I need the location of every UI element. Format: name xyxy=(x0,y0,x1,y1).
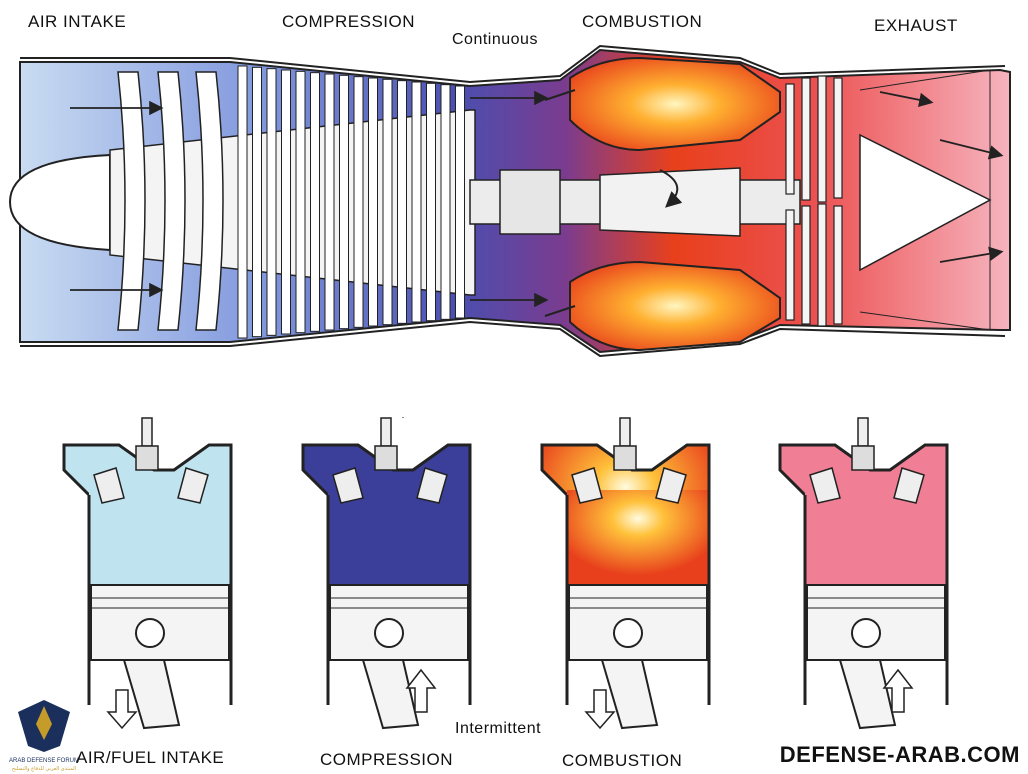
connecting-rod xyxy=(600,659,659,730)
label-combustion: COMBUSTION xyxy=(582,12,703,31)
combustion-chamber-top xyxy=(544,56,781,152)
down-arrow-icon xyxy=(106,689,138,730)
wrist-pin xyxy=(851,618,881,648)
up-arrow-icon xyxy=(882,668,914,713)
label-compression: COMPRESSION xyxy=(282,12,416,31)
turbine-stages xyxy=(785,75,843,327)
cylinder-compression xyxy=(301,417,472,730)
cylinder-combustion xyxy=(540,417,711,730)
arab-defense-forum-logo: ARAB DEFENSE FORUM المنتدى العربي للدفاع… xyxy=(9,700,79,772)
label-piston-compression: COMPRESSION xyxy=(320,750,454,769)
compressor-stage xyxy=(281,69,291,335)
fan-blades xyxy=(117,71,224,331)
cylinder-exhaust xyxy=(778,417,949,730)
exhaust-valve xyxy=(893,467,925,504)
jet-flow-arrows xyxy=(70,90,1004,308)
label-continuous: Continuous xyxy=(452,31,538,48)
wrist-pin xyxy=(374,618,404,648)
combustion-chamber-bottom xyxy=(544,260,781,352)
watermark: DEFENSE-ARAB.COM xyxy=(779,742,1020,767)
wrist-pin xyxy=(613,618,643,648)
compressor-stage xyxy=(455,85,465,319)
spark-plug xyxy=(857,417,869,447)
spark-plug xyxy=(380,417,392,447)
label-air-intake: AIR INTAKE xyxy=(28,12,127,31)
spark-plug xyxy=(619,417,631,447)
label-intermittent: Intermittent xyxy=(455,720,542,737)
label-exhaust: EXHAUST xyxy=(874,16,958,35)
intake-valve xyxy=(332,467,364,504)
exhaust-valve xyxy=(177,467,209,504)
down-arrow-icon xyxy=(584,689,616,730)
connecting-rod xyxy=(838,659,897,730)
compressor-stage xyxy=(310,72,320,332)
compressor-stage xyxy=(426,82,436,322)
up-arrow-icon xyxy=(405,668,437,713)
compressor-stage xyxy=(411,81,422,323)
cylinder-intake xyxy=(62,417,233,730)
exhaust-valve xyxy=(655,467,687,504)
label-air-fuel-intake: AIR/FUEL INTAKE xyxy=(76,748,225,767)
jet-engine xyxy=(8,44,1011,358)
intake-valve xyxy=(809,467,841,504)
compressor-stage xyxy=(266,68,277,336)
svg-text:ARAB DEFENSE FORUM: ARAB DEFENSE FORUM xyxy=(9,758,79,764)
exhaust-valve xyxy=(416,467,448,504)
compressor-stages xyxy=(237,65,465,339)
connecting-rod xyxy=(122,659,181,730)
intake-valve xyxy=(571,467,603,504)
compressor-stage xyxy=(382,78,393,326)
compressor-stage xyxy=(237,65,248,339)
compressor-stage xyxy=(324,73,335,331)
compressor-stage xyxy=(339,74,349,330)
compressor-stage xyxy=(252,66,262,338)
compressor-stage xyxy=(295,70,306,334)
connecting-rod xyxy=(361,659,420,730)
nose-cone xyxy=(8,153,111,252)
svg-text:المنتدى العربي للدفاع والتسليح: المنتدى العربي للدفاع والتسليح xyxy=(12,766,76,772)
label-piston-combustion: COMBUSTION xyxy=(562,751,683,770)
compressor-stage xyxy=(397,80,407,324)
compressor-stage xyxy=(440,84,451,320)
piston-cylinders xyxy=(62,417,949,730)
intake-valve xyxy=(93,467,125,504)
exhaust-cone xyxy=(859,133,992,272)
compressor-stage xyxy=(368,77,378,327)
spark-plug xyxy=(141,417,153,447)
compressor-stage xyxy=(353,76,364,328)
rotation-arrow xyxy=(659,169,683,208)
wrist-pin xyxy=(135,618,165,648)
